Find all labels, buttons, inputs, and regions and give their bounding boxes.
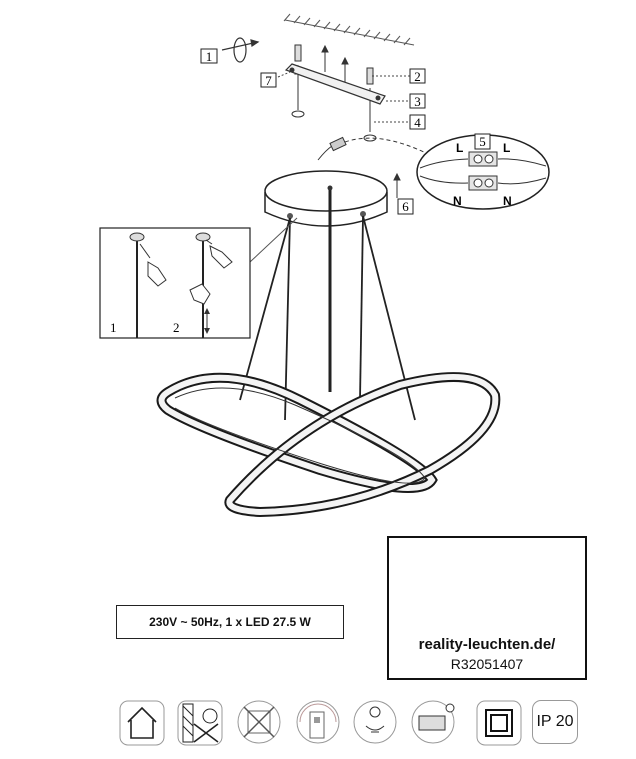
inset-step-2: 2 bbox=[173, 320, 180, 335]
rotate-arrow-icon bbox=[221, 37, 260, 63]
step-6-label: 6 bbox=[397, 198, 414, 215]
led-ring-fixture bbox=[156, 372, 501, 518]
electrical-spec-box: 230V ~ 50Hz, 1 x LED 27.5 W bbox=[116, 605, 344, 639]
step-1-text: 1 bbox=[206, 49, 213, 64]
ip-rating-text: IP 20 bbox=[536, 713, 574, 730]
detail-pointer-line bbox=[249, 217, 298, 263]
terminal-label-n-right: N bbox=[503, 194, 512, 208]
ceiling-canopy bbox=[264, 170, 388, 227]
step-7-text: 7 bbox=[265, 73, 272, 88]
terminal-label-l-left: L bbox=[456, 141, 463, 155]
no-dimmer-icon bbox=[237, 700, 281, 744]
wall-anchor-left bbox=[291, 44, 305, 118]
terminal-block-detail bbox=[416, 134, 550, 210]
mounting-bracket bbox=[284, 63, 386, 105]
up-arrow-6 bbox=[393, 172, 401, 198]
step-5-text: 5 bbox=[479, 134, 486, 149]
info-box: reality-leuchten.de/ R32051407 bbox=[387, 536, 587, 680]
step-1-label: 1 bbox=[200, 48, 218, 64]
step-2-label: 2 bbox=[409, 68, 426, 84]
electrical-spec-text: 230V ~ 50Hz, 1 x LED 27.5 W bbox=[149, 615, 311, 629]
inset-step-1: 1 bbox=[110, 320, 117, 335]
step-4-text: 4 bbox=[414, 115, 421, 130]
step-3-text: 3 bbox=[414, 94, 421, 109]
wire-connector bbox=[317, 136, 431, 161]
step-3-label: 3 bbox=[409, 93, 426, 109]
wall-anchor-right bbox=[363, 67, 377, 142]
indoor-use-icon bbox=[119, 700, 165, 746]
driver-not-replaceable-icon bbox=[411, 700, 455, 744]
step-2-text: 2 bbox=[414, 69, 421, 84]
terminal-label-l-right: L bbox=[503, 141, 510, 155]
not-dimmable-switch-icon bbox=[296, 700, 340, 744]
step-7-label: 7 bbox=[260, 72, 277, 88]
leader-lines bbox=[277, 71, 410, 123]
info-url: reality-leuchten.de/ bbox=[418, 636, 556, 653]
up-arrows bbox=[321, 44, 349, 82]
step-6-text: 6 bbox=[402, 199, 409, 214]
step-4-label: 4 bbox=[409, 114, 426, 130]
ceiling-hatch bbox=[283, 13, 415, 46]
step-5-label: 5 bbox=[474, 133, 491, 150]
detail-inset bbox=[99, 227, 251, 339]
led-not-replaceable-icon bbox=[353, 700, 397, 744]
protection-class-2-icon bbox=[476, 700, 522, 746]
ip-rating-badge: IP 20 bbox=[532, 700, 578, 744]
not-for-direct-ceiling-mount-icon bbox=[177, 700, 223, 746]
product-code: R32051407 bbox=[450, 656, 524, 672]
terminal-label-n-left: N bbox=[453, 194, 462, 208]
